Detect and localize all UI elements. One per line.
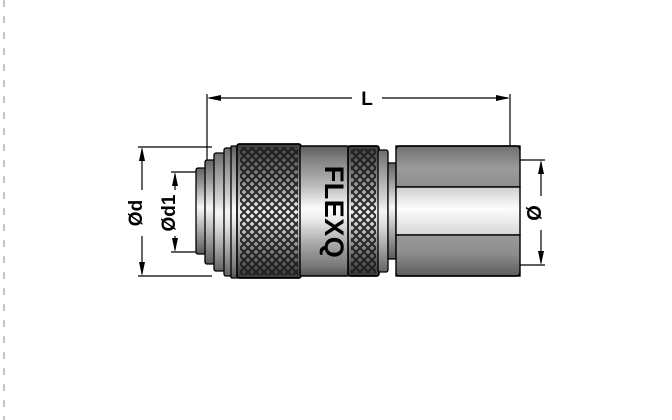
dimension-label-L: L — [361, 89, 373, 110]
part-spacer-ring — [377, 149, 389, 273]
dimension-outer-diameter-d: Ød — [126, 146, 212, 277]
knurl-texture-main — [240, 147, 298, 275]
coupling-assembly: FLEXQ — [195, 143, 521, 279]
knurl-texture-second — [351, 149, 376, 273]
hex-nut-band-top — [395, 145, 521, 188]
dimension-label-hex-diameter: Ø — [524, 205, 546, 221]
part-body-brand-band: FLEXQ — [299, 145, 350, 277]
hex-nut-band-middle — [395, 186, 521, 236]
dimension-label-inner-diameter: Ød1 — [159, 194, 180, 231]
dimension-label-outer-diameter: Ød — [126, 200, 147, 226]
brand-label-flexq: FLEXQ — [319, 166, 349, 259]
part-hex-nut — [395, 145, 521, 277]
dimension-hex-diameter: Ø — [513, 159, 546, 266]
dimension-inner-diameter-d1: Ød1 — [159, 171, 206, 253]
part-knurled-band-second — [347, 145, 380, 277]
hex-nut-band-bottom — [395, 234, 521, 277]
part-knurled-sleeve-main — [236, 143, 302, 279]
part-gap-ring — [387, 162, 397, 260]
